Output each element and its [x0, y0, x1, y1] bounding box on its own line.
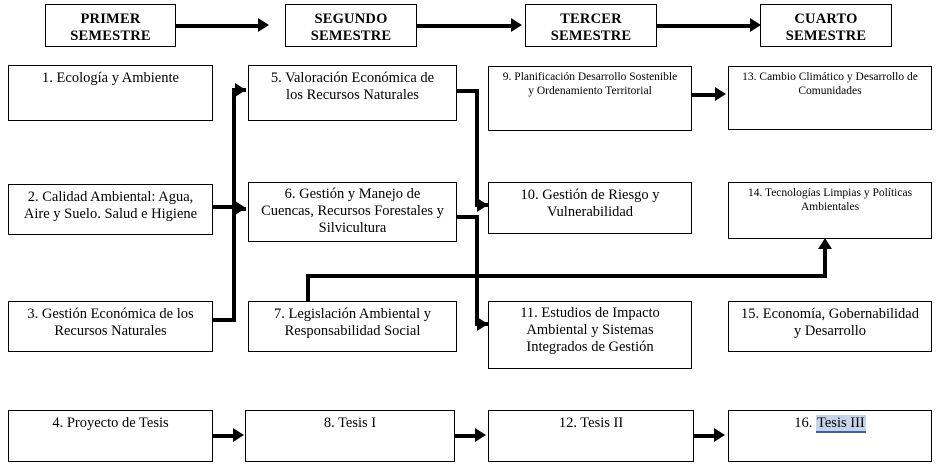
course-box-8-label: 8. Tesis I	[323, 415, 377, 431]
header-tercer-semestre[interactable]: TERCER SEMESTRE	[525, 4, 657, 47]
course-box-16-label: 16. Tesis III	[729, 411, 931, 433]
connector-spine-c3-up-to-c6	[232, 207, 236, 322]
connector-c6-down-to-c11	[475, 215, 479, 326]
arrowhead-into-c14	[818, 238, 832, 249]
arrowhead-into-c8	[233, 428, 244, 442]
course-box-14[interactable]: 14. Tecnologías Limpias y Políticas Ambi…	[728, 182, 932, 239]
connector-c12-c16	[694, 434, 716, 438]
course-box-9-label: 9. Planificación Desarrollo Sostenible y…	[502, 71, 678, 97]
course-box-13[interactable]: 13. Cambio Climático y Desarrollo de Com…	[728, 66, 932, 130]
arrowhead-into-c5	[235, 83, 246, 97]
course-box-10-label: 10. Gestión de Riesgo y Vulnerabilidad	[520, 187, 660, 221]
course-box-11-label: 11. Estudios de Impacto Ambiental y Sist…	[520, 305, 660, 356]
course-box-2-label: 2. Calidad Ambiental: Agua, Aire y Suelo…	[23, 189, 198, 223]
connector-c7-up	[306, 274, 310, 302]
arrowhead-header2-header3	[511, 18, 522, 32]
course-box-5[interactable]: 5. Valoración Económica de los Recursos …	[248, 65, 457, 121]
connector-header2-header3	[417, 24, 514, 28]
course-box-8[interactable]: 8. Tesis I	[245, 410, 455, 462]
course-box-11[interactable]: 11. Estudios de Impacto Ambiental y Sist…	[488, 301, 692, 369]
arrowhead-header3-header4	[750, 18, 761, 32]
arrowhead-into-c13	[715, 87, 726, 101]
connector-c5-down	[475, 89, 479, 207]
header-tercer-semestre-label: TERCER SEMESTRE	[550, 11, 632, 45]
course-box-5-label: 5. Valoración Económica de los Recursos …	[270, 70, 435, 104]
arrowhead-into-c11	[477, 317, 488, 331]
connector-c9-c13	[692, 93, 717, 97]
course-box-3-label: 3. Gestión Económica de los Recursos Nat…	[27, 306, 194, 340]
course-box-13-label: 13. Cambio Climático y Desarrollo de Com…	[742, 71, 918, 97]
connector-c8-c12	[455, 434, 477, 438]
course-box-15-label: 15. Economía, Gobernabilidad y Desarroll…	[741, 306, 919, 340]
course-box-7[interactable]: 7. Legislación Ambiental y Responsabilid…	[248, 301, 457, 352]
course-box-12-label: 12. Tesis II	[558, 415, 624, 431]
header-primer-semestre[interactable]: PRIMER SEMESTRE	[45, 4, 176, 47]
course-box-6[interactable]: 6. Gestión y Manejo de Cuencas, Recursos…	[248, 182, 457, 242]
course-box-15[interactable]: 15. Economía, Gobernabilidad y Desarroll…	[728, 301, 932, 352]
course-box-4-label: 4. Proyecto de Tesis	[52, 415, 169, 431]
header-cuarto-semestre-label: CUARTO SEMESTRE	[785, 11, 867, 45]
header-primer-semestre-label: PRIMER SEMESTRE	[70, 11, 151, 45]
connector-c4-c8	[213, 434, 235, 438]
connector-c5-right	[457, 89, 479, 93]
course-box-12[interactable]: 12. Tesis II	[488, 410, 694, 462]
course-box-9[interactable]: 9. Planificación Desarrollo Sostenible y…	[488, 66, 692, 131]
course-box-16-prefix: 16.	[794, 415, 817, 431]
course-box-1[interactable]: 1. Ecología y Ambiente	[8, 65, 213, 121]
course-box-3[interactable]: 3. Gestión Económica de los Recursos Nat…	[8, 301, 213, 352]
connector-c2-spine	[213, 205, 236, 209]
arrowhead-into-c6	[235, 201, 246, 215]
course-box-2[interactable]: 2. Calidad Ambiental: Agua, Aire y Suelo…	[8, 184, 213, 235]
course-box-16[interactable]: 16. Tesis III	[728, 410, 932, 462]
header-cuarto-semestre[interactable]: CUARTO SEMESTRE	[760, 4, 892, 47]
connector-spine-up-to-c5	[232, 88, 236, 207]
connector-c3-spine	[213, 318, 236, 322]
course-box-7-label: 7. Legislación Ambiental y Responsabilid…	[273, 306, 432, 340]
arrowhead-into-c16	[714, 428, 725, 442]
connector-header3-header4	[657, 24, 753, 28]
connector-header1-header2	[176, 24, 261, 28]
connector-c6-right	[457, 215, 479, 219]
course-box-6-label: 6. Gestión y Manejo de Cuencas, Recursos…	[261, 186, 444, 237]
header-segundo-semestre[interactable]: SEGUNDO SEMESTRE	[285, 4, 417, 47]
header-segundo-semestre-label: SEGUNDO SEMESTRE	[310, 11, 392, 45]
course-box-16-link[interactable]: Tesis III	[816, 415, 866, 433]
connector-c7-to-c14	[306, 274, 827, 278]
course-box-10[interactable]: 10. Gestión de Riesgo y Vulnerabilidad	[488, 182, 692, 234]
course-box-4[interactable]: 4. Proyecto de Tesis	[8, 410, 213, 462]
arrowhead-into-c12	[475, 428, 486, 442]
arrowhead-header1-header2	[258, 18, 269, 32]
course-box-1-label: 1. Ecología y Ambiente	[42, 70, 179, 86]
connector-up-into-c14	[823, 246, 827, 276]
course-box-14-label: 14. Tecnologías Limpias y Políticas Ambi…	[747, 187, 913, 213]
arrowhead-into-c10	[477, 198, 488, 212]
